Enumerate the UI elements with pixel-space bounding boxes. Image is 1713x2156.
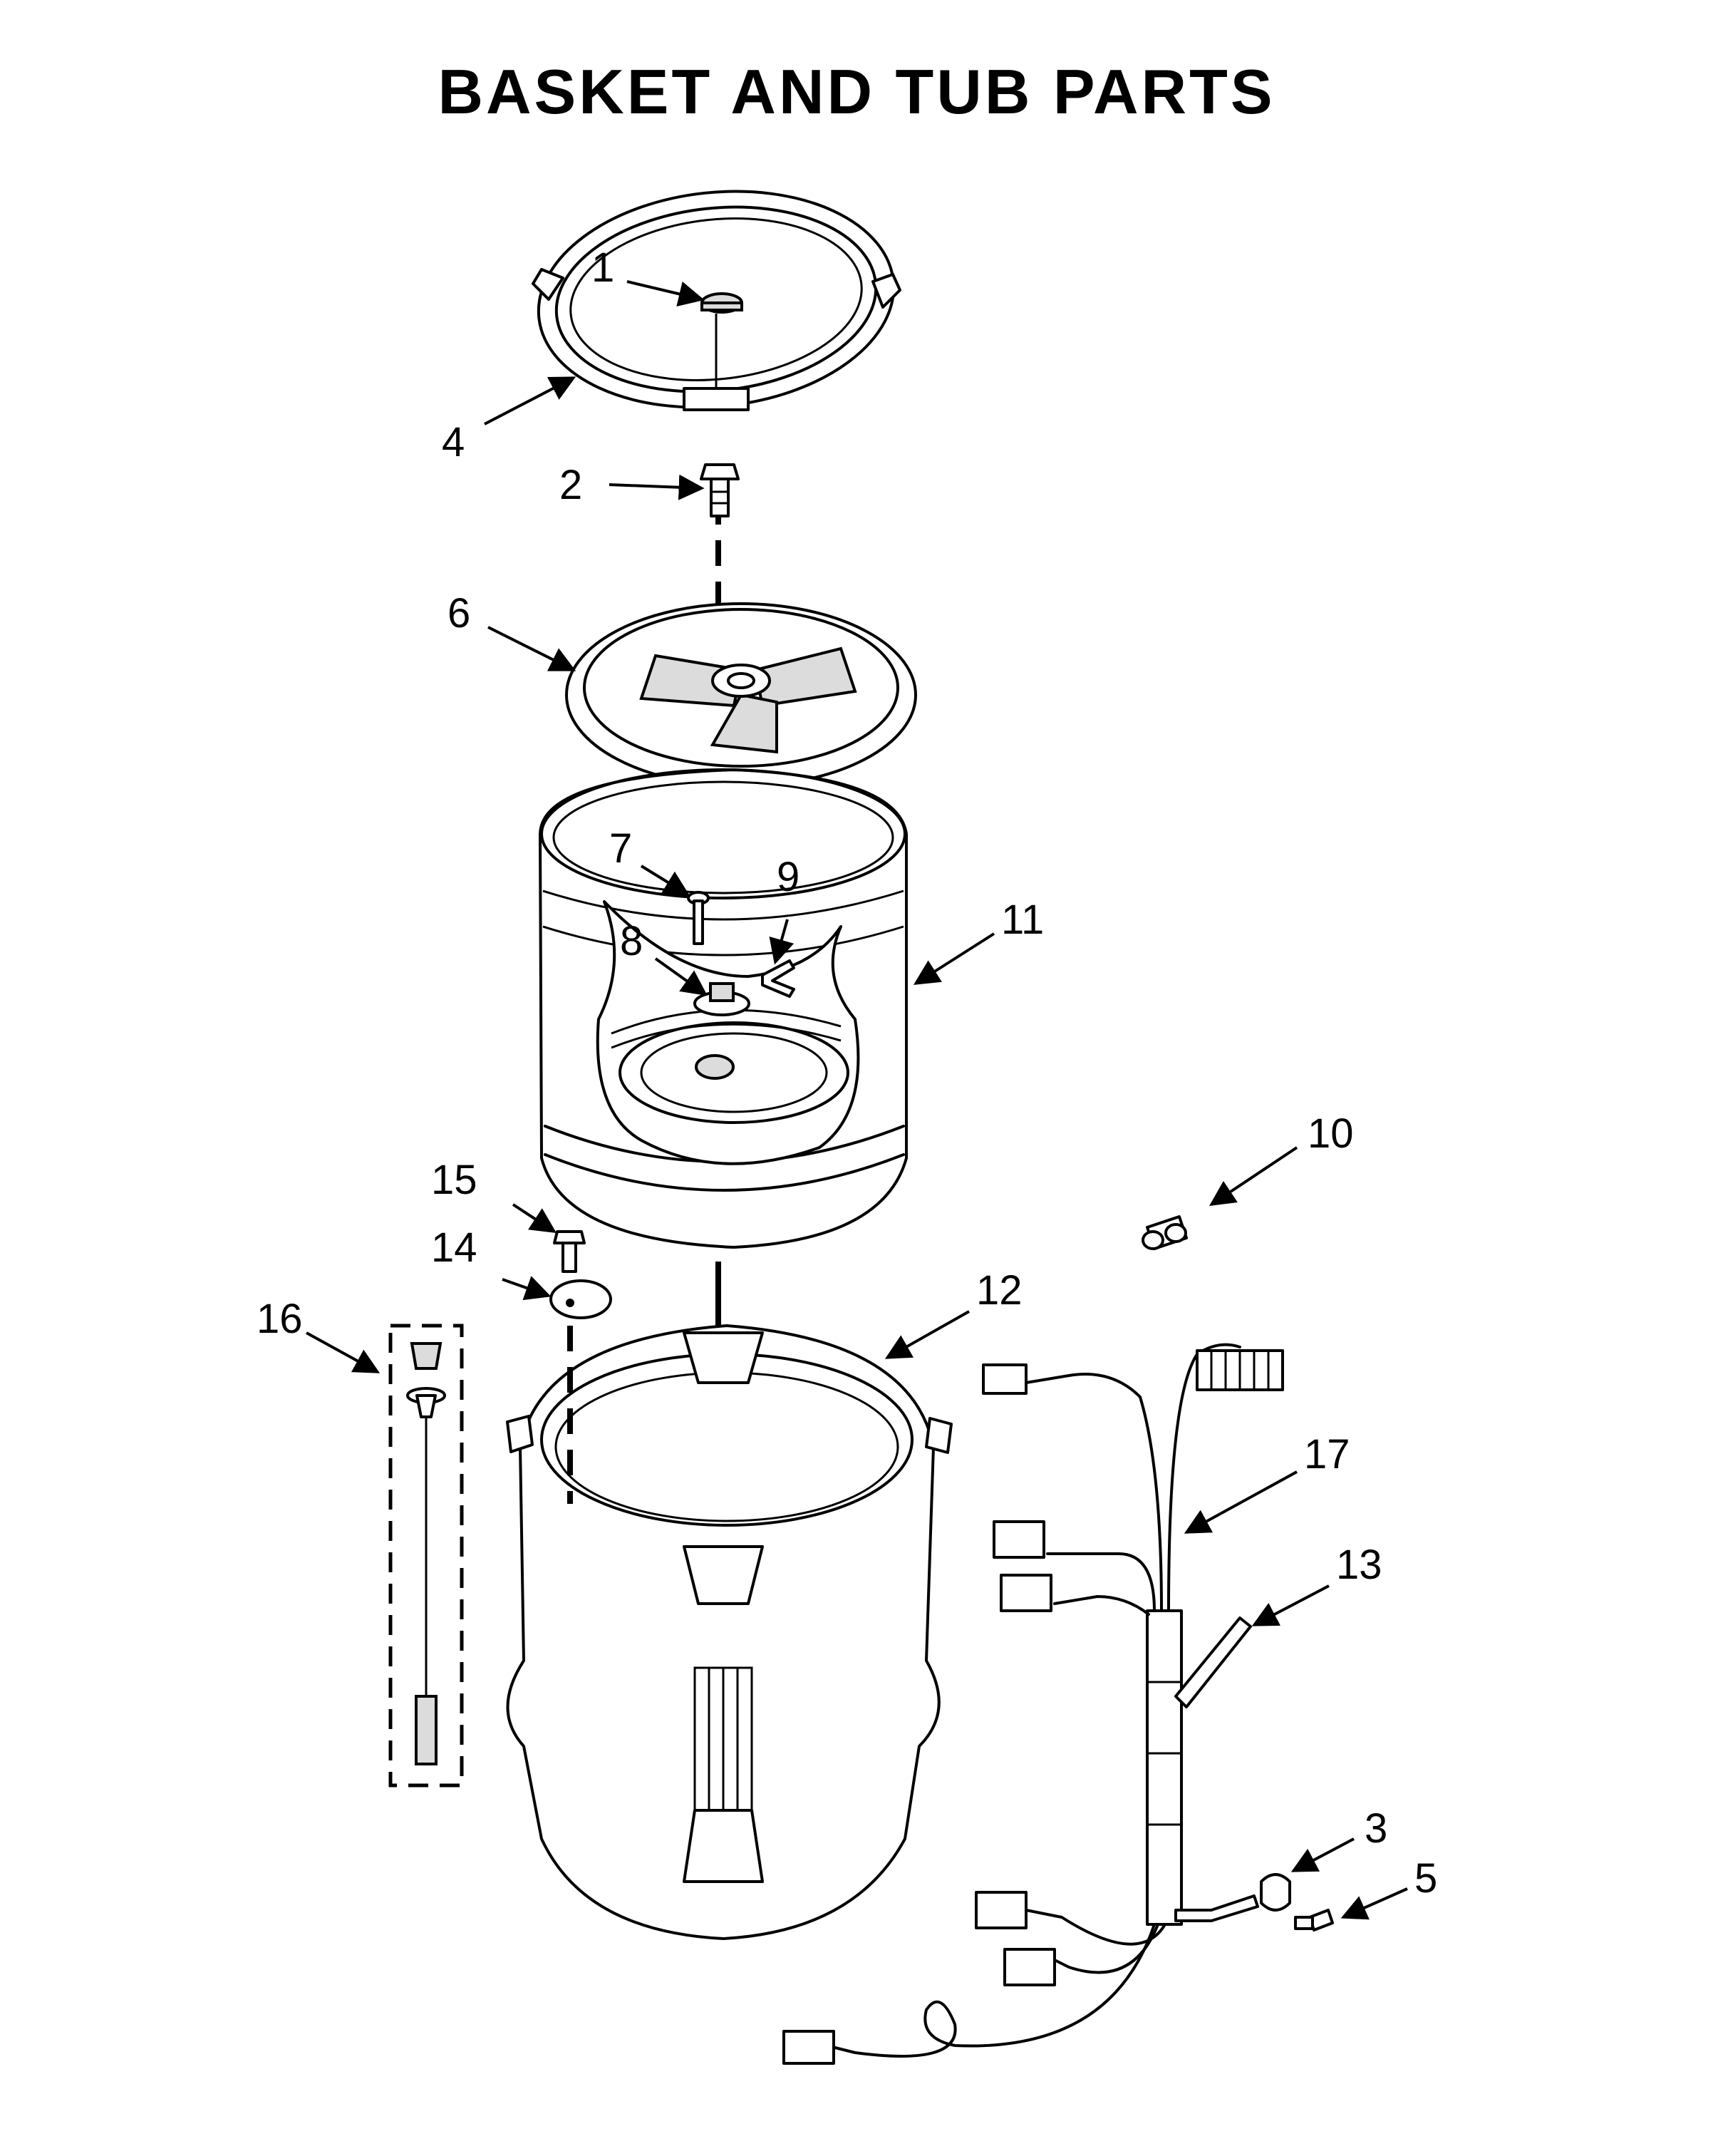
callout-17: 17 [1304,1431,1350,1477]
part-5-screw[interactable] [1294,1909,1334,1931]
callout-6: 6 [447,590,470,636]
part-7-screw[interactable] [687,891,710,945]
callout-11: 11 [1001,897,1044,943]
callout-12: 12 [976,1267,1023,1314]
callout-16: 16 [257,1296,303,1342]
callout-8: 8 [620,918,643,964]
callout-1: 1 [591,244,614,291]
callout-9: 9 [777,854,799,900]
callout-4: 4 [442,419,465,465]
part-2-bolt[interactable] [700,463,740,517]
callout-15: 15 [431,1157,477,1203]
callout-7: 7 [609,825,632,872]
part-17-wire-harness[interactable] [782,1343,1284,2065]
diagram-title: BASKET AND TUB PARTS [438,56,1275,127]
part-3-clamp[interactable] [1260,1873,1291,1912]
part-14-gasket[interactable] [549,1279,612,1319]
part-6-balance-ring[interactable] [565,602,917,788]
part-8-hub[interactable] [693,982,750,1016]
part-10-clamp[interactable] [1142,1215,1188,1250]
part-15-screw[interactable] [553,1230,586,1273]
part-12-outer-tub[interactable] [506,1324,953,1940]
callout-13: 13 [1336,1542,1382,1588]
callout-3: 3 [1365,1805,1387,1852]
callout-10: 10 [1308,1110,1354,1157]
part-13-hose[interactable] [1174,1616,1259,1922]
callout-2: 2 [559,462,582,508]
callout-5: 5 [1414,1855,1437,1902]
part-16-pressure-assembly[interactable] [388,1324,464,1788]
callout-14: 14 [431,1224,477,1271]
part-1-cap[interactable] [700,292,743,314]
